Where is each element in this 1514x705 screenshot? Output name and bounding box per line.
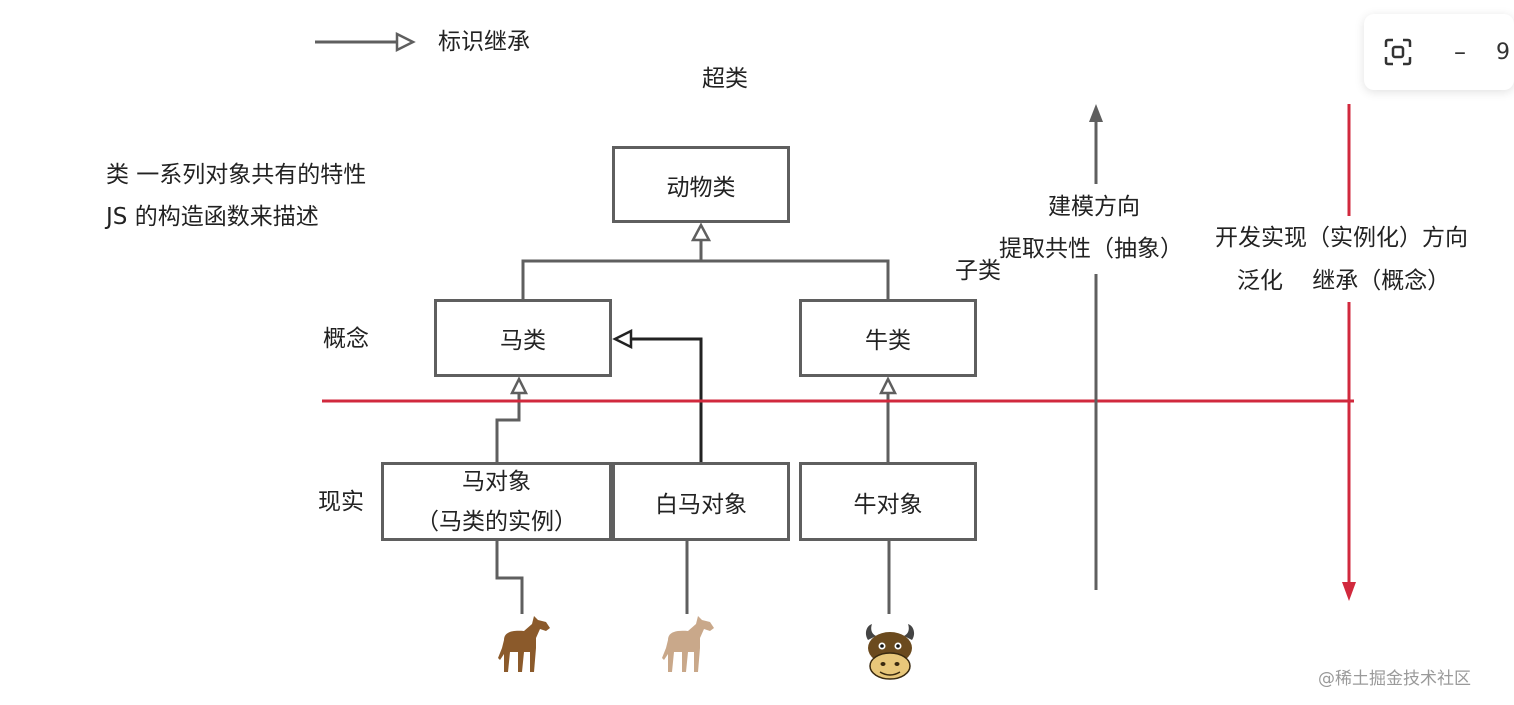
superclass-label: 超类 <box>702 66 748 92</box>
inheritance-tree <box>521 240 890 300</box>
horse-object-label: 马对象 <box>462 468 531 495</box>
white-horse-arrowhead <box>612 328 633 350</box>
development-direction-title: 开发实现（实例化）方向 <box>1215 225 1468 251</box>
animal-class-box: 动物类 <box>612 146 790 223</box>
animal-inherit-arrowhead <box>690 222 712 242</box>
brown-horse-icon <box>498 616 550 672</box>
development-arrow <box>1342 104 1356 601</box>
subclass-label: 子类 <box>955 258 1001 284</box>
watermark: @稀土掘金技术社区 <box>1318 669 1471 689</box>
horse-object-sublabel: （马类的实例） <box>416 508 577 535</box>
horse-class-label: 马类 <box>500 328 546 354</box>
class-description-line1: 类 一系列对象共有的特性 <box>106 162 367 188</box>
beige-horse-icon <box>662 616 714 672</box>
modeling-direction-subtitle: 提取共性（抽象） <box>999 236 1183 262</box>
white-horse-connector <box>631 337 703 463</box>
horse-object-connector <box>495 393 521 463</box>
class-description-line2: JS 的构造函数来描述 <box>106 204 319 230</box>
white-horse-object-box: 白马对象 <box>612 462 790 541</box>
cow-icon <box>865 624 915 680</box>
cow-object-box: 牛对象 <box>799 462 977 541</box>
horse-object-box: 马对象 （马类的实例） <box>381 462 612 541</box>
cow-class-arrowhead <box>878 376 898 395</box>
reality-label: 现实 <box>318 489 364 515</box>
white-horse-object-label: 白马对象 <box>655 491 747 518</box>
animal-class-label: 动物类 <box>666 174 736 201</box>
modeling-direction-title: 建模方向 <box>1048 194 1140 220</box>
legend-label: 标识继承 <box>438 29 530 55</box>
legend-arrow <box>315 31 416 53</box>
screenshot-icon[interactable] <box>1384 38 1412 66</box>
cow-class-label: 牛类 <box>865 328 911 354</box>
minimize-button[interactable]: – <box>1454 38 1466 66</box>
toolbar-extra-button[interactable]: 9 <box>1496 40 1510 65</box>
cow-object-label: 牛对象 <box>853 491 923 518</box>
horse-class-arrowhead <box>509 376 529 395</box>
cow-class-box: 牛类 <box>799 299 977 377</box>
modeling-arrow <box>1089 104 1103 590</box>
concept-label: 概念 <box>323 326 369 352</box>
horse-class-box: 马类 <box>434 299 612 377</box>
development-direction-subtitle: 泛化 继承（概念） <box>1237 268 1451 294</box>
animal-connectors <box>495 540 891 614</box>
floating-toolbar: – 9 <box>1364 14 1514 90</box>
